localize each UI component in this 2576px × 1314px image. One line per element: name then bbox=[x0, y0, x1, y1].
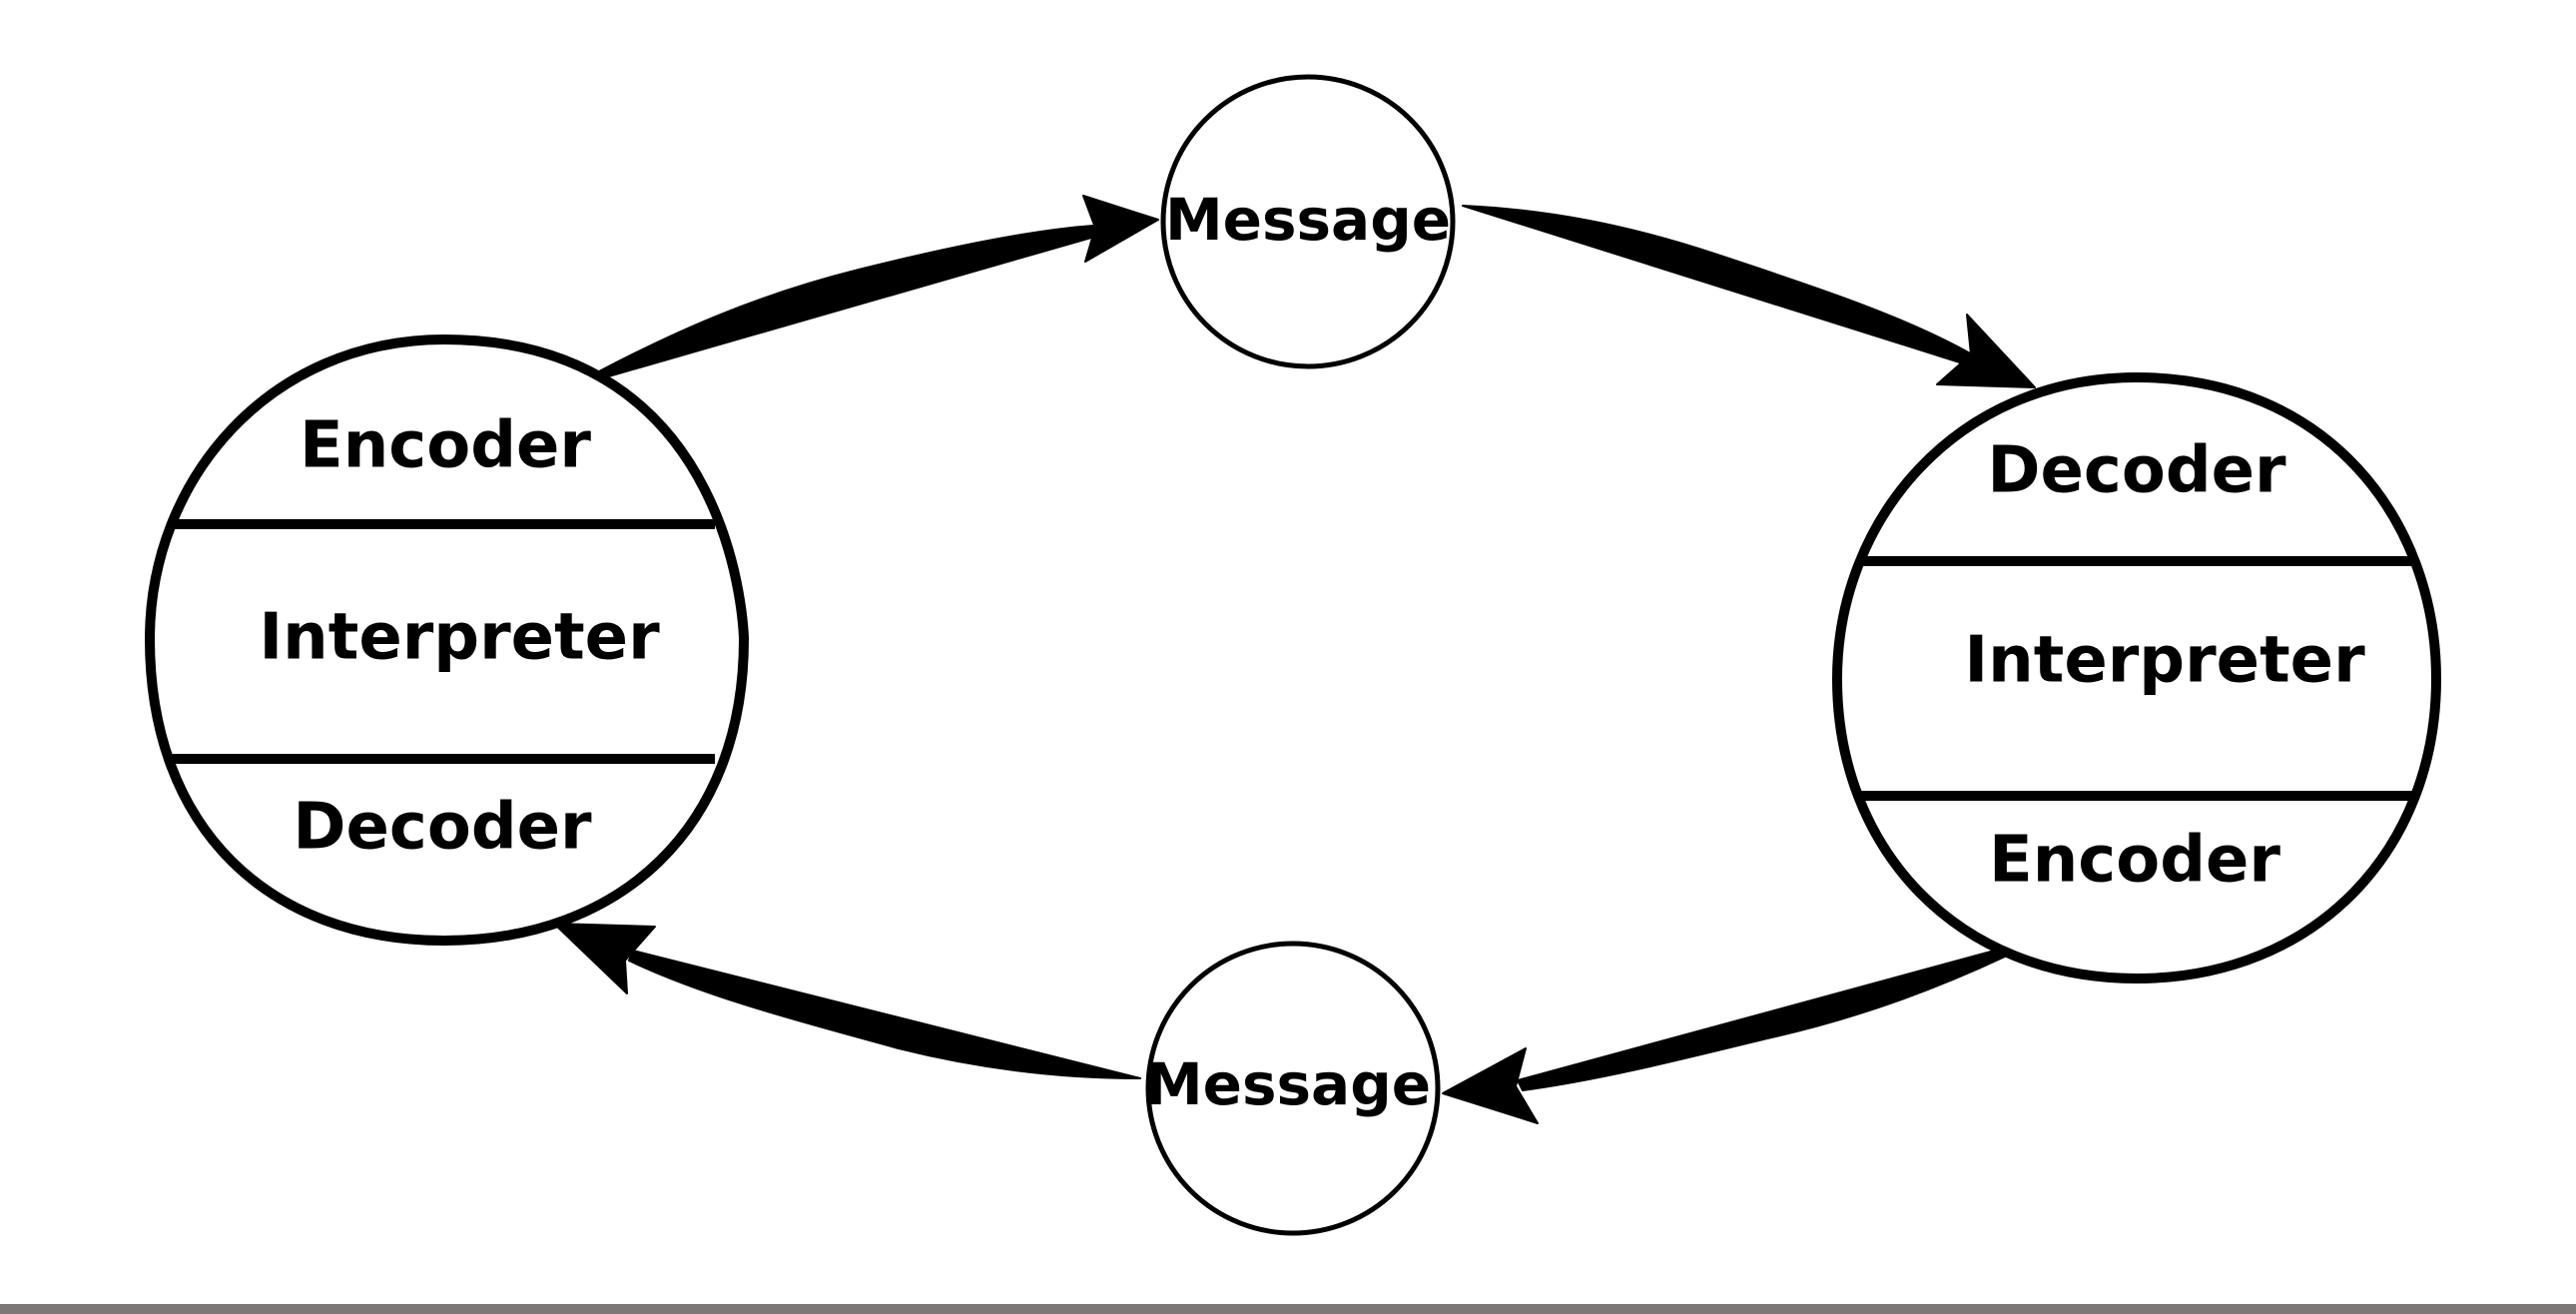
receiver-decoder-label: Decoder bbox=[1987, 434, 2286, 508]
receiver-circle bbox=[1831, 371, 2442, 985]
message-bottom-node: Message bbox=[1145, 941, 1441, 1236]
arrow-message-to-receiver bbox=[1462, 205, 2036, 388]
sender-circle bbox=[144, 333, 750, 947]
sender-encoder-label: Encoder bbox=[300, 409, 591, 483]
arrow-receiver-to-message-head bbox=[1442, 1047, 1539, 1124]
sender-node: Encoder Interpreter Decoder bbox=[144, 333, 750, 947]
sender-decoder-label: Decoder bbox=[293, 791, 592, 865]
receiver-encoder-label: Encoder bbox=[1989, 824, 2280, 898]
arrow-sender-to-message-shaft bbox=[598, 225, 1099, 378]
arrow-message-to-sender-head bbox=[553, 923, 656, 994]
arrow-message-to-sender bbox=[553, 923, 1141, 1079]
message-bottom-label: Message bbox=[1145, 1050, 1431, 1118]
message-top-node: Message bbox=[1160, 74, 1456, 369]
arrow-sender-to-message bbox=[598, 195, 1159, 378]
sender-interpreter-label: Interpreter bbox=[259, 601, 660, 675]
message-top-circle bbox=[1160, 74, 1456, 369]
arrow-message-to-sender-shaft bbox=[628, 950, 1141, 1079]
arrow-message-to-receiver-shaft bbox=[1462, 205, 1973, 364]
message-bottom-circle bbox=[1145, 941, 1441, 1236]
arrow-receiver-to-message-shaft bbox=[1517, 948, 2006, 1091]
arrow-message-to-receiver-head bbox=[1936, 314, 2036, 388]
bottom-strip bbox=[0, 1304, 2576, 1314]
receiver-interpreter-label: Interpreter bbox=[1964, 624, 2365, 698]
arrow-sender-to-message-head bbox=[1082, 195, 1159, 263]
arrow-receiver-to-message bbox=[1442, 948, 2006, 1124]
message-top-label: Message bbox=[1165, 186, 1451, 254]
receiver-node: Decoder Interpreter Encoder bbox=[1831, 371, 2442, 985]
